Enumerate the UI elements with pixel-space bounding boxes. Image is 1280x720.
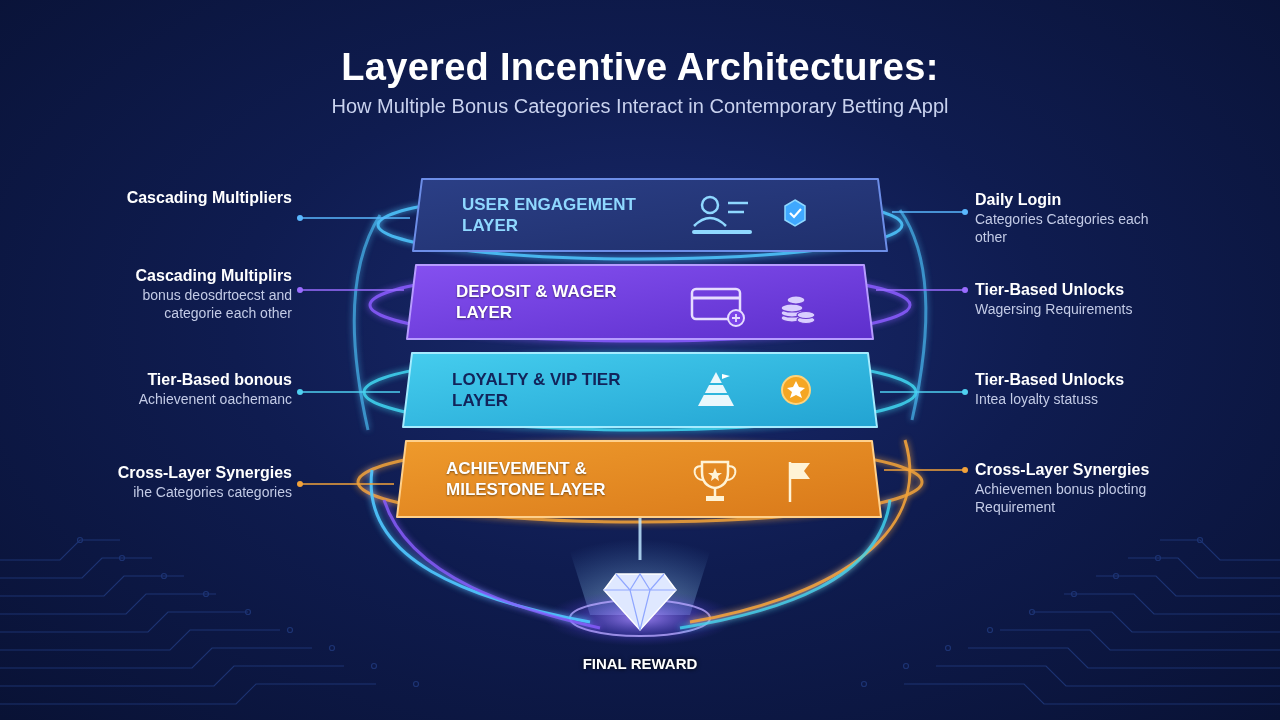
circuit-node [862, 682, 867, 687]
callout-heading: Daily Login [975, 190, 1205, 210]
circuit-trace [1160, 540, 1280, 560]
circuit-node [946, 646, 951, 651]
circuit-trace [904, 684, 1280, 704]
circuit-node [120, 556, 125, 561]
layer-band: LOYALTY & VIP TIER LAYER [402, 352, 878, 428]
circuit-node [1030, 610, 1035, 615]
circuit-trace [0, 648, 312, 668]
circuit-node [904, 664, 909, 669]
circuit-node [288, 628, 293, 633]
band-shape [396, 440, 882, 518]
circuit-trace [1128, 558, 1280, 578]
circuit-trace [0, 666, 344, 686]
final-reward-gem: FINAL REWARD [575, 560, 705, 676]
band-outline [403, 353, 877, 427]
callout-heading: Cross-Layer Synergies [62, 463, 292, 483]
title: Layered Incentive Architectures: [0, 46, 1280, 89]
callout-heading: Cascading Multiplirs [72, 266, 292, 286]
circuit-trace [936, 666, 1280, 686]
circuit-node [246, 610, 251, 615]
circuit-node [1198, 538, 1203, 543]
circuit-node [162, 574, 167, 579]
callout-note: ihe Categories categories [62, 483, 292, 501]
band-shape [412, 178, 888, 252]
circuit-node [372, 664, 377, 669]
circuit-trace [0, 684, 376, 704]
band-outline [413, 179, 887, 251]
callout-heading: Tier-Based bonous [72, 370, 292, 390]
circuit-node [988, 628, 993, 633]
gem-outline [604, 574, 676, 630]
circuit-trace [1064, 594, 1280, 614]
callout-note: Intea loyalty statuss [975, 390, 1205, 408]
callout-heading: Cross-Layer Synergies [975, 460, 1215, 480]
circuit-node [414, 682, 419, 687]
circuit-trace [968, 648, 1280, 668]
circuit-trace [0, 558, 152, 578]
callout-note: Achievemen bonus plocting Requirement [975, 480, 1175, 516]
callout-heading: Tier-Based Unlocks [975, 280, 1205, 300]
circuit-trace [0, 630, 280, 650]
circuit-node [204, 592, 209, 597]
callout-heading: Cascading Multipliers [92, 188, 292, 208]
circuit-trace [0, 594, 216, 614]
circuit-trace [1096, 576, 1280, 596]
layer-band: DEPOSIT & WAGER LAYER [406, 264, 874, 340]
circuit-trace [1032, 612, 1280, 632]
circuit-trace [0, 540, 120, 560]
circuit-node [1072, 592, 1077, 597]
callout-note: Achievenent oachemanc [72, 390, 292, 408]
light-beam-connector [639, 518, 642, 560]
layer-band: ACHIEVEMENT & MILESTONE LAYER [396, 440, 882, 518]
circuit-node [1114, 574, 1119, 579]
band-outline [407, 265, 873, 339]
callout-note: bonus deosdrtoecst and categorie each ot… [127, 286, 292, 322]
callout-note: Wagersing Requirements [975, 300, 1205, 318]
layer-title: LOYALTY & VIP TIER LAYER [452, 369, 628, 411]
callout-note: Categories Categories each other [975, 210, 1155, 246]
circuit-trace [0, 612, 248, 632]
layer-title: DEPOSIT & WAGER LAYER [456, 281, 624, 323]
band-shape [406, 264, 874, 340]
circuit-node [1156, 556, 1161, 561]
layer-band: USER ENGAGEMENT LAYER [412, 178, 888, 252]
circuit-node [330, 646, 335, 651]
circuit-trace [0, 576, 184, 596]
callout-heading: Tier-Based Unlocks [975, 370, 1205, 390]
circuit-node [78, 538, 83, 543]
band-outline [397, 441, 881, 517]
circuit-trace [1000, 630, 1280, 650]
gem-facets [604, 574, 676, 630]
band-shape [402, 352, 878, 428]
subtitle: How Multiple Bonus Categories Interact i… [0, 94, 1280, 119]
layer-title: ACHIEVEMENT & MILESTONE LAYER [446, 458, 632, 500]
reward-label: FINAL REWARD [583, 655, 698, 672]
layer-title: USER ENGAGEMENT LAYER [462, 194, 638, 236]
